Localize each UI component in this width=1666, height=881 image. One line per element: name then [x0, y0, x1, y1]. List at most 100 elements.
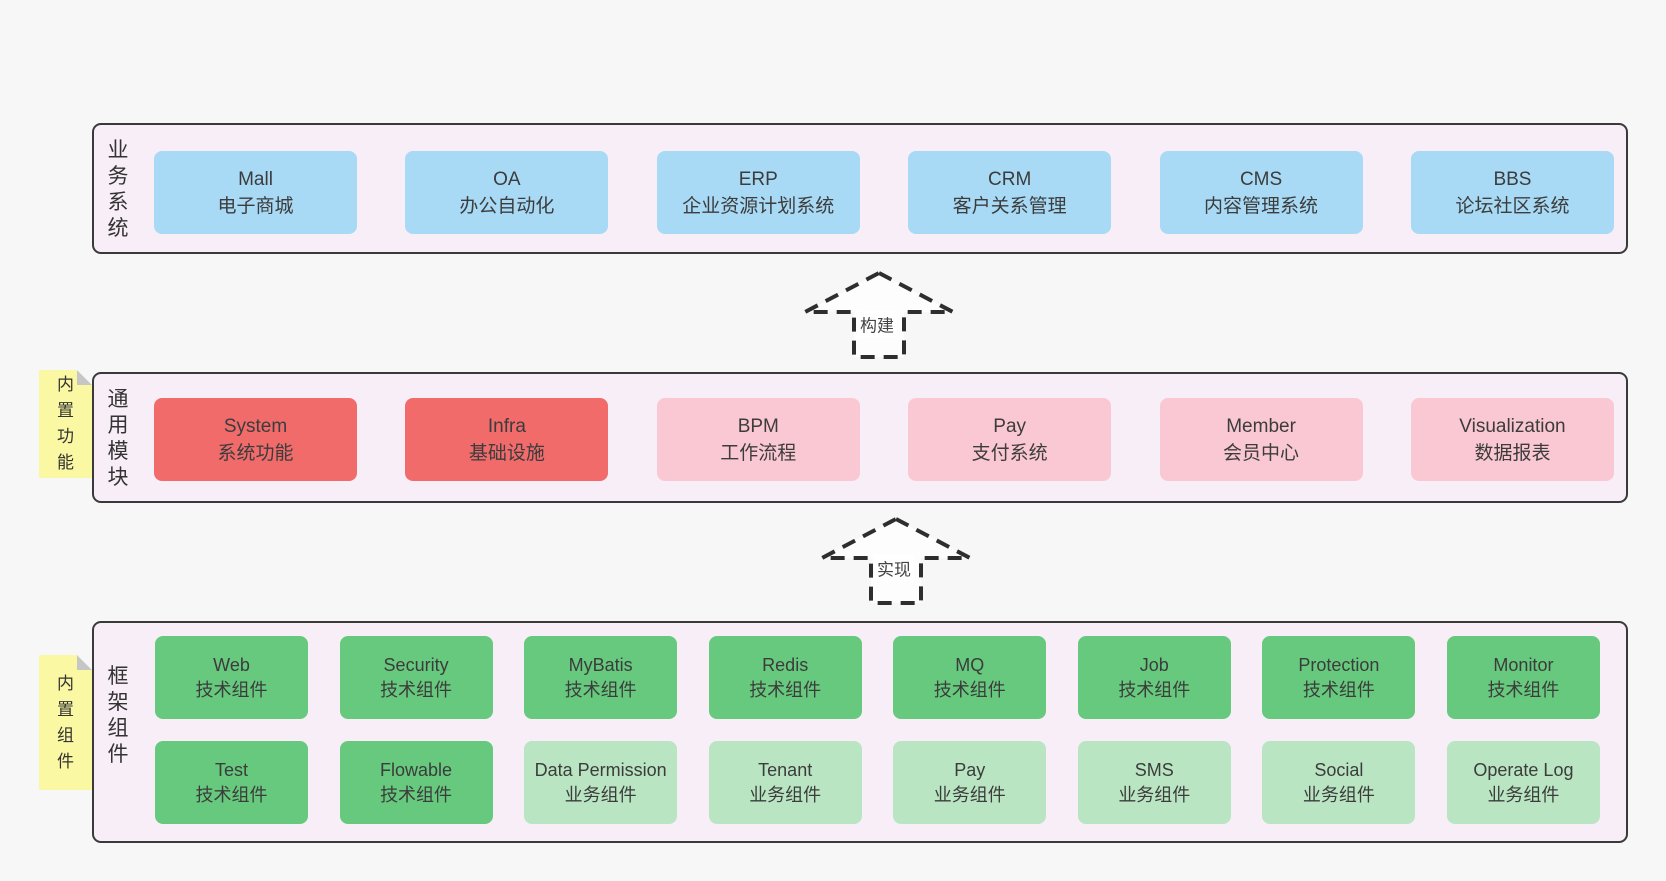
- box-subtitle: 技术组件: [1487, 679, 1560, 700]
- component-box-mq: MQ 技术组件: [893, 636, 1047, 719]
- box-subtitle: 技术组件: [380, 679, 453, 700]
- box-title: Web: [213, 654, 250, 675]
- common-modules-layer: 通用模块 System 系统功能 Infra 基础设施 BPM 工作流程 Pay…: [92, 372, 1628, 503]
- box-subtitle: 技术组件: [1302, 679, 1375, 700]
- component-box-monitor: Monitor 技术组件: [1446, 636, 1600, 719]
- box-subtitle: 办公自动化: [459, 195, 555, 217]
- box-subtitle: 技术组件: [933, 679, 1006, 700]
- box-title: Member: [1226, 415, 1296, 437]
- component-box-test: Test 技术组件: [155, 741, 308, 824]
- box-title: Job: [1139, 654, 1169, 675]
- system-box-cms: CMS 内容管理系统: [1159, 151, 1363, 234]
- box-subtitle: 会员中心: [1223, 442, 1300, 464]
- framework-components-row-2: Test 技术组件 Flowable 技术组件 Data Permission …: [155, 741, 1600, 824]
- framework-components-row-1: Web 技术组件 Security 技术组件 MyBatis 技术组件 Redi…: [155, 636, 1600, 719]
- sticky-note-label: 内置组件: [57, 673, 74, 771]
- box-title: Monitor: [1493, 654, 1554, 675]
- sticky-note-label: 内置功能: [57, 375, 74, 472]
- component-box-protection: Protection 技术组件: [1262, 636, 1416, 719]
- box-subtitle: 业务组件: [749, 784, 822, 805]
- module-box-bpm: BPM 工作流程: [656, 398, 860, 481]
- box-subtitle: 技术组件: [749, 679, 822, 700]
- box-title: Tenant: [758, 759, 813, 780]
- box-title: Operate Log: [1473, 759, 1574, 780]
- built-in-components-sticky-note: 内置组件: [39, 655, 92, 790]
- box-title: BPM: [737, 415, 779, 437]
- box-title: CMS: [1239, 168, 1283, 190]
- box-title: System: [223, 415, 288, 437]
- box-title: Visualization: [1459, 415, 1566, 437]
- component-box-mybatis: MyBatis 技术组件: [524, 636, 678, 719]
- box-title: Security: [383, 654, 449, 675]
- box-subtitle: 技术组件: [195, 784, 268, 805]
- module-box-system: System 系统功能: [154, 398, 357, 481]
- system-box-bbs: BBS 论坛社区系统: [1410, 151, 1614, 234]
- component-box-social: Social 业务组件: [1262, 741, 1416, 824]
- box-subtitle: 论坛社区系统: [1455, 195, 1570, 217]
- component-box-flowable: Flowable 技术组件: [339, 741, 493, 824]
- box-title: Test: [214, 759, 248, 780]
- module-box-visualization: Visualization 数据报表: [1410, 398, 1614, 481]
- component-box-data-permission: Data Permission 业务组件: [524, 741, 678, 824]
- framework-components-layer: 框架组件 Web 技术组件 Security 技术组件 MyBatis 技术组件…: [92, 621, 1628, 843]
- system-box-mall: Mall 电子商城: [154, 151, 357, 234]
- box-subtitle: 系统功能: [217, 442, 294, 464]
- framework-components-layer-label: 框架组件: [107, 665, 129, 766]
- box-title: BBS: [1493, 168, 1532, 190]
- box-title: Infra: [487, 415, 526, 437]
- box-title: Pay: [993, 415, 1027, 437]
- system-box-erp: ERP 企业资源计划系统: [656, 151, 860, 234]
- component-box-web: Web 技术组件: [155, 636, 308, 719]
- box-title: Flowable: [380, 759, 453, 780]
- box-title: Social: [1314, 759, 1364, 780]
- box-subtitle: 业务组件: [564, 784, 637, 805]
- business-systems-row: Mall 电子商城 OA 办公自动化 ERP 企业资源计划系统 CRM 客户关系…: [154, 151, 1614, 234]
- component-box-redis: Redis 技术组件: [708, 636, 862, 719]
- built-in-functions-sticky-note: 内置功能: [39, 370, 92, 478]
- module-box-member: Member 会员中心: [1159, 398, 1363, 481]
- component-box-security: Security 技术组件: [339, 636, 493, 719]
- sticky-fold-corner-icon: [77, 370, 92, 385]
- box-subtitle: 技术组件: [1118, 679, 1191, 700]
- box-subtitle: 工作流程: [720, 442, 797, 464]
- box-subtitle: 技术组件: [564, 679, 637, 700]
- module-box-infra: Infra 基础设施: [405, 398, 609, 481]
- box-subtitle: 业务组件: [1487, 784, 1560, 805]
- box-subtitle: 内容管理系统: [1204, 195, 1319, 217]
- box-title: Pay: [954, 759, 986, 780]
- component-box-job: Job 技术组件: [1077, 636, 1231, 719]
- box-title: OA: [493, 168, 521, 190]
- box-title: MyBatis: [568, 654, 633, 675]
- component-box-pay: Pay 业务组件: [893, 741, 1047, 824]
- box-subtitle: 技术组件: [195, 679, 268, 700]
- box-subtitle: 业务组件: [1302, 784, 1375, 805]
- box-title: CRM: [988, 168, 1032, 190]
- box-title: Protection: [1298, 654, 1380, 675]
- box-subtitle: 支付系统: [971, 442, 1048, 464]
- box-title: SMS: [1134, 759, 1174, 780]
- box-subtitle: 基础设施: [468, 442, 545, 464]
- common-modules-row: System 系统功能 Infra 基础设施 BPM 工作流程 Pay 支付系统…: [154, 398, 1614, 481]
- system-box-oa: OA 办公自动化: [405, 151, 609, 234]
- sticky-fold-corner-icon: [77, 655, 92, 670]
- box-subtitle: 技术组件: [380, 784, 453, 805]
- module-box-pay: Pay 支付系统: [908, 398, 1112, 481]
- business-systems-layer: 业务系统 Mall 电子商城 OA 办公自动化 ERP 企业资源计划系统 CRM…: [92, 123, 1628, 254]
- box-title: ERP: [738, 168, 778, 190]
- component-box-sms: SMS 业务组件: [1077, 741, 1231, 824]
- box-title: MQ: [955, 654, 985, 675]
- box-subtitle: 客户关系管理: [952, 195, 1067, 217]
- common-modules-layer-label: 通用模块: [107, 388, 129, 489]
- build-arrow-label: 构建: [857, 310, 897, 338]
- box-subtitle: 业务组件: [1118, 784, 1191, 805]
- box-title: Data Permission: [534, 759, 667, 780]
- box-subtitle: 数据报表: [1474, 442, 1551, 464]
- system-box-crm: CRM 客户关系管理: [908, 151, 1112, 234]
- box-subtitle: 业务组件: [933, 784, 1006, 805]
- component-box-tenant: Tenant 业务组件: [708, 741, 862, 824]
- business-systems-layer-label: 业务系统: [107, 139, 129, 240]
- box-title: Redis: [762, 654, 809, 675]
- box-title: Mall: [238, 168, 273, 190]
- implement-arrow-label: 实现: [874, 554, 914, 582]
- box-subtitle: 企业资源计划系统: [682, 195, 835, 217]
